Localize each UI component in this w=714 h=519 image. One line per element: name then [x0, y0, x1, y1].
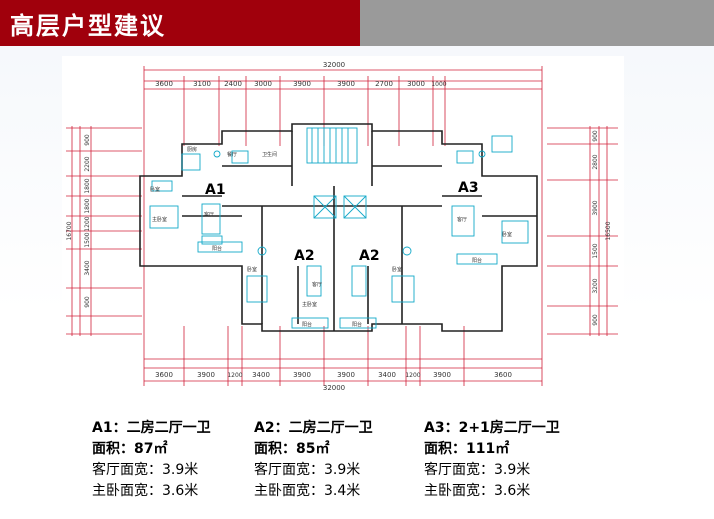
dim-left: 3400	[84, 260, 91, 275]
dim-top: 2400	[224, 80, 242, 88]
room-label: 厨房	[187, 146, 197, 153]
unit-label-a2-left: A2	[294, 248, 315, 264]
dim-right: 2800	[592, 154, 599, 169]
dim-bottom: 3900	[433, 371, 451, 379]
room-label: 阳台	[472, 257, 482, 264]
dim-top: 3100	[193, 80, 211, 88]
fixtures	[149, 127, 529, 303]
dim-bottom: 3400	[252, 371, 270, 379]
dim-left: 1500	[84, 232, 91, 247]
dim-bottom: 3900	[293, 371, 311, 379]
spec-name: A2：二房二厅一卫	[254, 420, 373, 436]
page-title: 高层户型建议	[10, 11, 166, 40]
dim-right: 3900	[592, 200, 599, 215]
spec-area: 面积：87㎡	[92, 441, 168, 457]
unit-label-a2-right: A2	[359, 248, 380, 264]
spec-living-width: 客厅面宽：3.9米	[92, 462, 199, 478]
dim-left: 900	[84, 296, 91, 308]
room-label: 餐厅	[227, 151, 237, 158]
dim-left: 1800	[84, 178, 91, 193]
dim-bottom: 3900	[337, 371, 355, 379]
dim-left: 1800	[84, 198, 91, 213]
unit-labels: A1 A2 A2 A3	[205, 180, 479, 264]
dim-bottom: 1200	[405, 372, 420, 379]
room-label: 阳台	[212, 245, 222, 252]
spec-master-width: 主卧面宽：3.4米	[254, 483, 361, 499]
header-bar: 高层户型建议	[0, 0, 714, 46]
dim-top: 3900	[337, 80, 355, 88]
spec-name: A3：2+1房二厅一卫	[424, 420, 560, 436]
room-label: 客厅	[204, 211, 214, 218]
floor-plan: 32000 3600 3100 2400 3000 3900 3900 2700…	[62, 56, 624, 402]
dim-top: 3900	[293, 80, 311, 88]
balconies	[197, 241, 498, 329]
room-label: 主卧室	[302, 301, 317, 308]
dim-top: 2700	[375, 80, 393, 88]
dim-left: 900	[84, 134, 91, 146]
room-label: 卧室	[247, 266, 257, 273]
room-label: 客厅	[312, 281, 322, 288]
room-labels: 阳台 阳台 阳台 阳台 卧室 主卧室 客厅 餐厅 厨房 卫生间 卧室 主卧室 客…	[150, 146, 512, 328]
spec-living-width: 客厅面宽：3.9米	[424, 462, 531, 478]
dimension-texts: 32000 3600 3100 2400 3000 3900 3900 2700…	[66, 61, 612, 392]
spec-a1: A1：二房二厅一卫 面积：87㎡ 客厅面宽：3.9米 主卧面宽：3.6米	[92, 418, 211, 502]
spec-area: 面积：85㎡	[254, 441, 330, 457]
title-band: 高层户型建议	[0, 0, 360, 46]
room-label: 卧室	[150, 186, 160, 193]
dim-top: 1000	[431, 81, 446, 88]
dim-right: 3200	[592, 278, 599, 293]
dim-bottom: 3600	[155, 371, 173, 379]
dimension-lines	[66, 66, 618, 386]
dim-left-total: 16700	[66, 221, 73, 240]
dim-right: 1500	[592, 243, 599, 258]
room-label: 卧室	[502, 231, 512, 238]
dim-right: 900	[592, 130, 599, 142]
dim-right: 900	[592, 314, 599, 326]
room-label: 阳台	[352, 321, 362, 328]
dim-right-total: 16500	[605, 221, 612, 240]
wall-outline	[139, 123, 538, 332]
spec-master-width: 主卧面宽：3.6米	[424, 483, 531, 499]
header-filler	[360, 0, 714, 46]
dim-top-total: 32000	[323, 61, 345, 69]
dim-top: 3600	[155, 80, 173, 88]
floor-plan-drawing: 32000 3600 3100 2400 3000 3900 3900 2700…	[66, 61, 618, 392]
room-label: 卧室	[392, 266, 402, 273]
unit-label-a3: A3	[458, 180, 479, 196]
room-label: 阳台	[302, 321, 312, 328]
dim-bottom: 3400	[378, 371, 396, 379]
spec-name: A1：二房二厅一卫	[92, 420, 211, 436]
spec-living-width: 客厅面宽：3.9米	[254, 462, 361, 478]
room-label: 主卧室	[152, 216, 167, 223]
dim-bottom: 1200	[227, 372, 242, 379]
spec-a3: A3：2+1房二厅一卫 面积：111㎡ 客厅面宽：3.9米 主卧面宽：3.6米	[424, 418, 560, 502]
spec-master-width: 主卧面宽：3.6米	[92, 483, 199, 499]
dim-top: 3000	[254, 80, 272, 88]
dim-left: 1200	[84, 216, 91, 231]
room-label: 卫生间	[262, 151, 277, 158]
spec-area: 面积：111㎡	[424, 441, 510, 457]
unit-label-a1: A1	[205, 182, 226, 198]
spec-a2: A2：二房二厅一卫 面积：85㎡ 客厅面宽：3.9米 主卧面宽：3.4米	[254, 418, 373, 502]
dim-top: 3000	[407, 80, 425, 88]
dim-bottom: 3900	[197, 371, 215, 379]
dim-bottom: 3600	[494, 371, 512, 379]
room-label: 客厅	[457, 216, 467, 223]
dim-left: 2200	[84, 156, 91, 171]
dim-bottom-total: 32000	[323, 384, 345, 392]
